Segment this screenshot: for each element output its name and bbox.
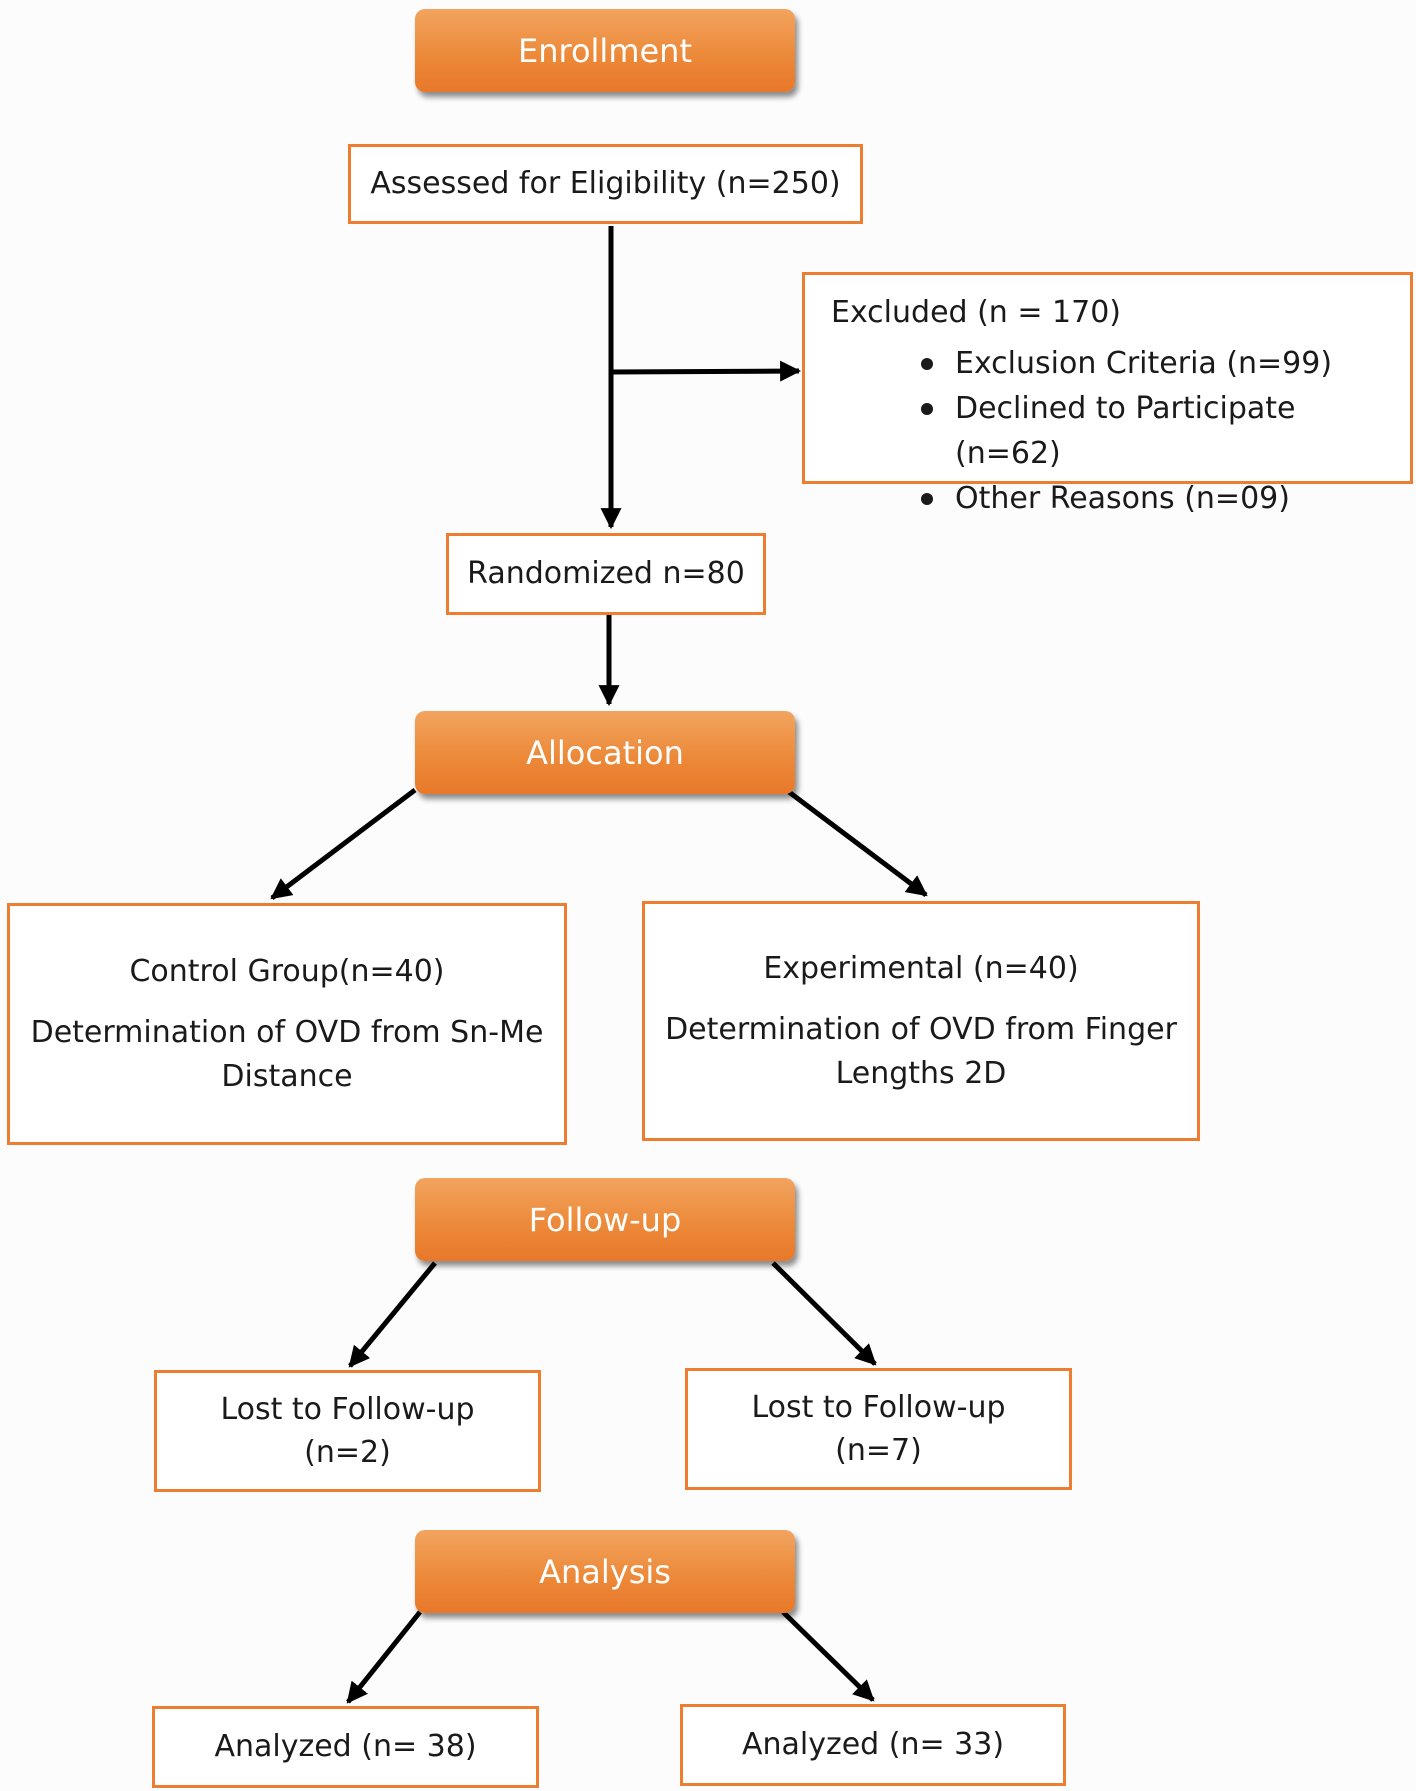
control-method-line2: Distance: [221, 1058, 353, 1094]
stage-enrollment-label: Enrollment: [518, 31, 692, 70]
excluded-reasons-list: Exclusion Criteria (n=99) Declined to Pa…: [831, 341, 1410, 521]
lost-experimental-line1: Lost to Follow-up: [751, 1389, 1006, 1425]
experimental-group-box: Experimental (n=40) Determination of OVD…: [642, 901, 1200, 1141]
excluded-title: Excluded (n = 170): [831, 295, 1121, 330]
lost-control-line2: (n=2): [304, 1435, 391, 1470]
assessed-text: Assessed for Eligibility (n=250): [370, 166, 841, 202]
analyzed-control-box: Analyzed (n= 38): [152, 1706, 539, 1788]
randomized-box: Randomized n=80: [446, 533, 766, 615]
experimental-method-line1: Determination of OVD from Finger: [665, 1012, 1177, 1048]
arrow-allocation-to-experimental: [787, 790, 928, 897]
analyzed-experimental-box: Analyzed (n= 33): [680, 1704, 1066, 1786]
lost-experimental-box: Lost to Follow-up (n=7): [685, 1368, 1072, 1490]
control-group-title: Control Group(n=40): [129, 953, 445, 989]
arrow-to-excluded: [610, 360, 802, 382]
lost-control-line1: Lost to Follow-up: [220, 1391, 475, 1427]
stage-allocation: Allocation: [415, 711, 795, 794]
excluded-reason-item: Declined to Participate (n=62): [831, 386, 1410, 476]
analyzed-control-text: Analyzed (n= 38): [214, 1729, 477, 1765]
stage-follow-up: Follow-up: [415, 1178, 795, 1261]
assessed-box: Assessed for Eligibility (n=250): [348, 144, 863, 224]
experimental-group-title: Experimental (n=40): [763, 950, 1079, 986]
analyzed-experimental-text: Analyzed (n= 33): [741, 1727, 1005, 1763]
stage-analysis-label: Analysis: [539, 1552, 671, 1591]
stage-allocation-label: Allocation: [526, 733, 684, 772]
control-method-line1: Determination of OVD from Sn-Me: [30, 1015, 544, 1051]
randomized-text: Randomized n=80: [467, 556, 745, 592]
stage-follow-up-label: Follow-up: [528, 1200, 682, 1239]
arrow-followup-to-lost-control: [348, 1261, 437, 1368]
lost-control-box: Lost to Follow-up (n=2): [154, 1370, 541, 1492]
stage-analysis: Analysis: [415, 1530, 795, 1613]
experimental-method-line2: Lengths 2D: [835, 1055, 1007, 1091]
stage-enrollment: Enrollment: [415, 9, 795, 92]
lost-experimental-line2: (n=7): [835, 1433, 922, 1468]
excluded-reason-item: Exclusion Criteria (n=99): [831, 341, 1410, 386]
arrow-allocation-to-control: [270, 788, 417, 900]
control-group-box: Control Group(n=40) Determination of OVD…: [7, 903, 567, 1145]
arrow-analysis-to-analyzed-control: [346, 1610, 422, 1704]
excluded-box: Excluded (n = 170) Exclusion Criteria (n…: [802, 272, 1413, 516]
excluded-reason-item: Other Reasons (n=09): [831, 476, 1410, 521]
arrow-analysis-to-analyzed-experimental: [781, 1610, 875, 1702]
arrow-followup-to-lost-experimental: [771, 1261, 877, 1366]
